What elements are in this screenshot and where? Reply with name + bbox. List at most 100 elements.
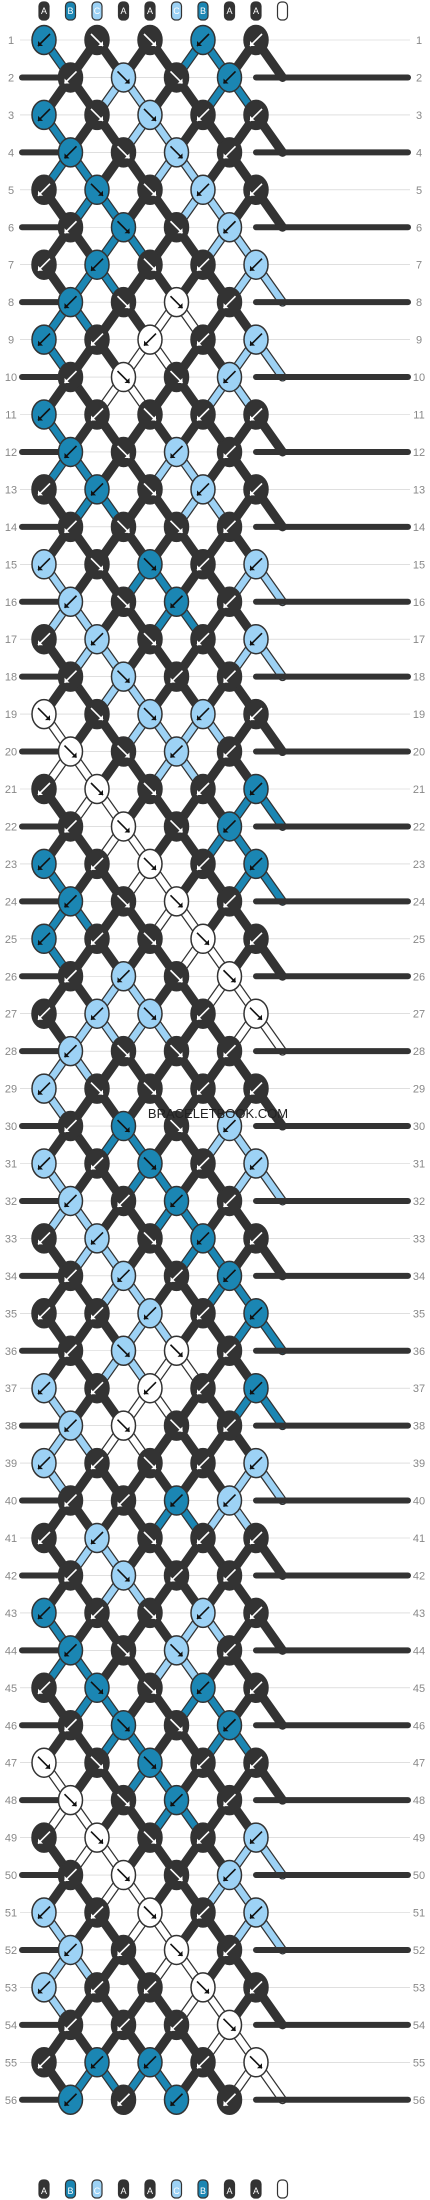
knot	[163, 511, 190, 543]
knot	[31, 998, 57, 1029]
knot	[216, 1410, 243, 1441]
row-number-left: 18	[5, 672, 17, 684]
arrow-head-icon	[223, 1127, 229, 1133]
knot	[243, 399, 269, 430]
knot	[137, 324, 163, 355]
row-number-right: 10	[413, 372, 425, 384]
arrow-head-icon	[177, 303, 183, 309]
knot	[57, 286, 84, 318]
knot	[110, 511, 137, 543]
arrow-head-icon	[223, 153, 229, 159]
arrow-head-icon	[98, 41, 103, 46]
knot	[243, 623, 269, 655]
knot	[84, 1672, 110, 1704]
arrow-head-icon	[197, 640, 202, 646]
row-number-left: 51	[5, 1908, 17, 1920]
arrow-head-icon	[151, 1688, 156, 1694]
row-number-right: 36	[413, 1346, 425, 1358]
knot	[216, 2084, 243, 2115]
arrow-head-icon	[170, 602, 176, 608]
knot	[57, 1260, 84, 1292]
knot	[163, 137, 190, 168]
arrow-head-icon	[38, 1688, 43, 1694]
arrow-head-icon	[250, 790, 255, 795]
arrow-head-icon	[144, 1389, 149, 1395]
arrow-head-icon	[38, 1239, 43, 1245]
arrow-head-icon	[177, 1726, 183, 1732]
arrow-head-icon	[250, 41, 255, 46]
arrow-head-icon	[197, 490, 202, 496]
knot	[110, 62, 137, 93]
arrow-head-icon	[38, 1838, 43, 1844]
arrow-head-icon	[64, 303, 70, 309]
knot	[31, 1148, 57, 1179]
arrow-head-icon	[250, 1089, 255, 1095]
knot	[110, 1859, 137, 1891]
row-number-right: 41	[413, 1533, 425, 1545]
knot	[243, 698, 269, 730]
knot	[163, 736, 190, 767]
knot	[31, 1372, 57, 1404]
knot	[110, 361, 137, 393]
arrow-head-icon	[250, 1613, 255, 1619]
arrow-head-icon	[197, 415, 202, 421]
arrow-head-icon	[64, 1726, 70, 1732]
knot	[137, 1972, 163, 2003]
arrow-head-icon	[91, 1389, 96, 1395]
arrow-head-icon	[223, 1501, 229, 1507]
strand-letter: A	[147, 2186, 153, 2196]
arrow-head-icon	[204, 1988, 209, 1994]
knot	[190, 174, 216, 206]
row-number-left: 44	[5, 1645, 17, 1657]
knot	[190, 1972, 216, 2003]
knot	[31, 1073, 57, 1104]
arrow-head-icon	[197, 1688, 202, 1694]
row-number-right: 4	[416, 147, 422, 159]
arrow-head-icon	[177, 78, 183, 84]
row-number-left: 32	[5, 1196, 17, 1208]
knot	[110, 436, 137, 468]
row-number-left: 29	[5, 1084, 17, 1096]
arrow-head-icon	[250, 1838, 255, 1844]
knot	[137, 1298, 163, 1329]
knot	[190, 99, 216, 131]
arrow-head-icon	[250, 939, 255, 945]
knot	[190, 698, 216, 730]
arrow-head-icon	[124, 1052, 130, 1058]
arrow-head-icon	[117, 2025, 123, 2031]
strand-letter: B	[200, 2186, 206, 2196]
knot	[216, 811, 243, 842]
row-number-right: 5	[416, 185, 422, 197]
knot	[31, 773, 57, 805]
knot	[84, 923, 110, 955]
knot	[31, 249, 57, 280]
row-number-right: 16	[413, 597, 425, 609]
row-number-right: 15	[413, 559, 425, 571]
arrow-head-icon	[250, 340, 255, 346]
arrow-head-icon	[230, 977, 236, 983]
arrow-head-icon	[64, 2025, 70, 2031]
arrow-head-icon	[250, 640, 255, 646]
knot	[216, 1185, 243, 1217]
arrow-head-icon	[250, 1164, 255, 1170]
arrow-head-icon	[151, 939, 156, 945]
strand-letter: C	[173, 2186, 180, 2196]
row-number-right: 3	[416, 110, 422, 122]
row-number-left: 11	[5, 410, 16, 422]
arrow-head-icon	[124, 1801, 130, 1807]
strand-letter: C	[94, 2186, 101, 2196]
knot	[31, 324, 57, 355]
knot	[84, 1822, 110, 1853]
strand-cap	[38, 2179, 50, 2199]
knot	[137, 1672, 163, 1704]
arrow-head-icon	[151, 1838, 156, 1844]
arrow-head-icon	[223, 527, 229, 533]
arrow-head-icon	[197, 1239, 202, 1245]
arrow-head-icon	[177, 153, 183, 159]
arrow-head-icon	[250, 415, 255, 421]
row-number-left: 19	[5, 709, 17, 721]
arrow-head-icon	[124, 527, 130, 533]
strand-letter: B	[67, 6, 73, 16]
knot	[190, 1822, 216, 1853]
arrow-head-icon	[151, 1014, 156, 1020]
